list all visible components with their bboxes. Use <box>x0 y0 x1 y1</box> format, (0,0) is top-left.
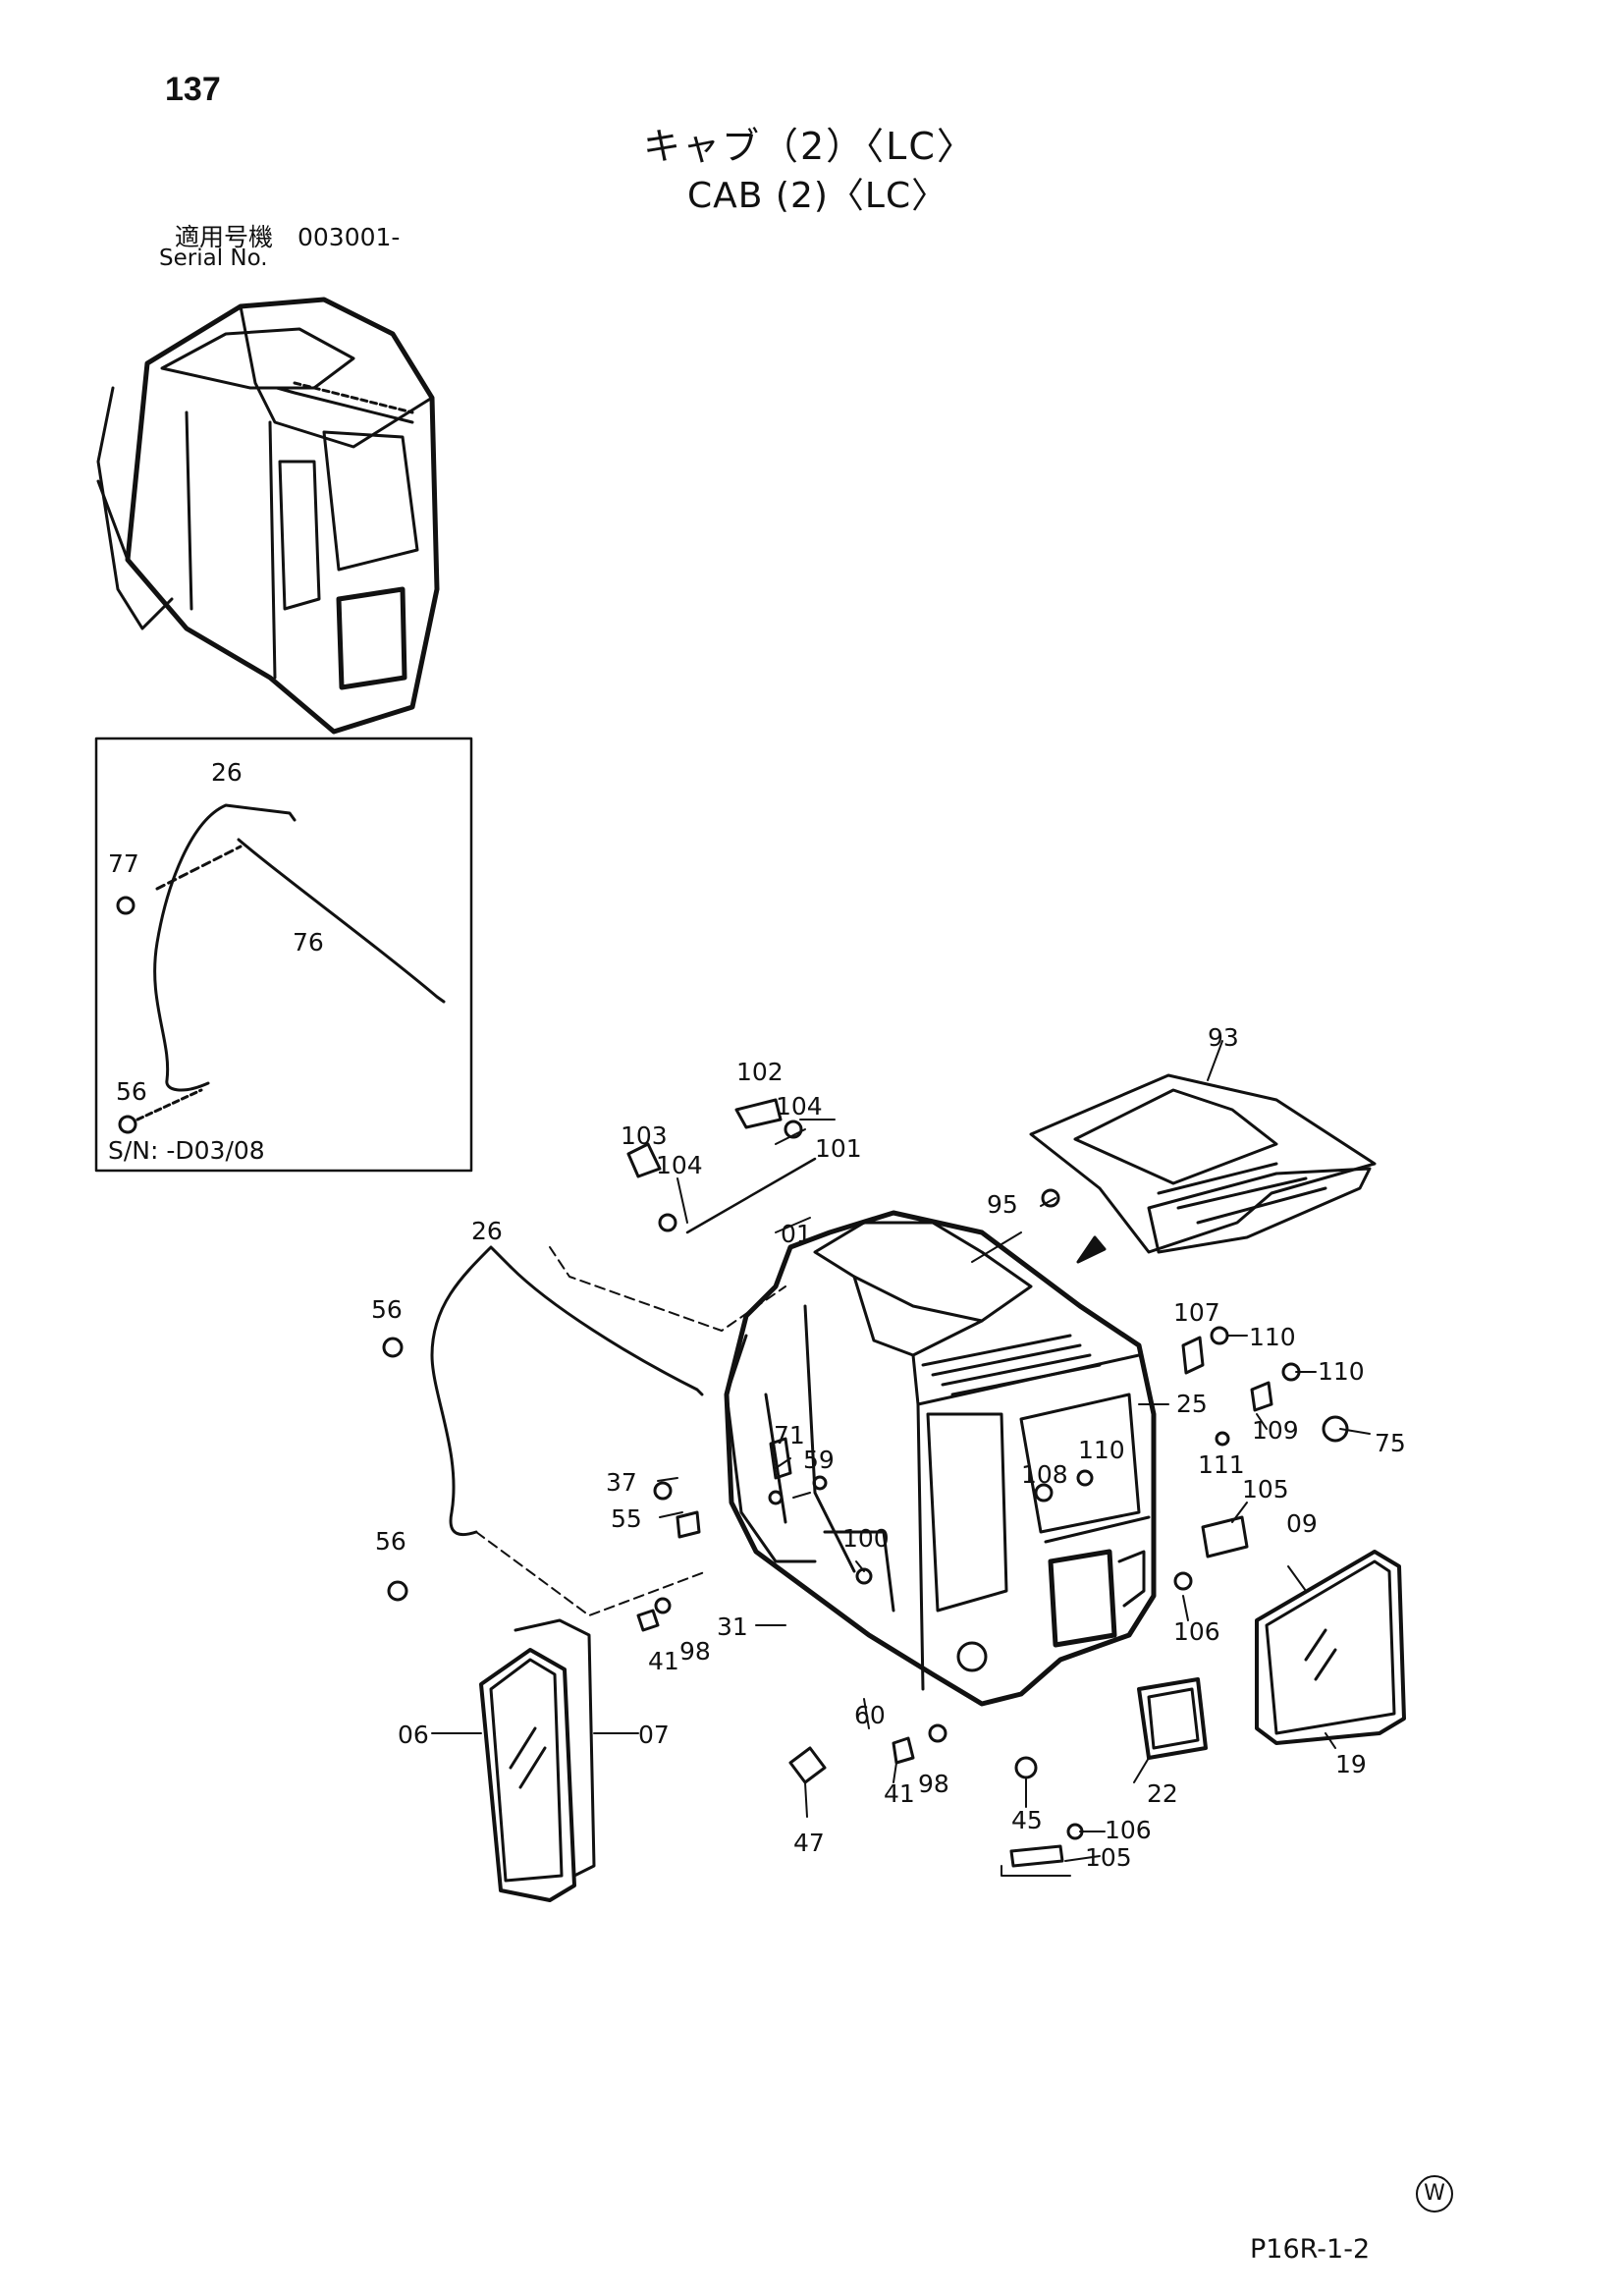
callout-101: 101 <box>815 1134 862 1163</box>
callout-104: 104 <box>776 1092 823 1121</box>
side-window-glass <box>479 1618 596 1902</box>
roof-panel <box>1029 1073 1377 1264</box>
callout-22: 22 <box>1147 1779 1178 1808</box>
inset-hoses <box>116 803 446 1134</box>
callout-102: 102 <box>736 1058 784 1086</box>
callout-01: 01 <box>781 1220 812 1248</box>
leader-lines <box>431 1040 1371 1877</box>
callout-107: 107 <box>1173 1298 1220 1327</box>
callout-07: 07 <box>638 1721 670 1749</box>
callout-110: 110 <box>1078 1436 1125 1464</box>
callout-41: 41 <box>648 1647 679 1675</box>
inset-frame <box>94 737 473 1173</box>
callout-56: 56 <box>375 1527 406 1556</box>
drawing-reference: P16R-1-2 <box>1250 2234 1371 2265</box>
callout-104: 104 <box>656 1151 703 1179</box>
inset-callout-76: 76 <box>293 928 324 957</box>
callout-103: 103 <box>621 1121 668 1150</box>
callout-106: 106 <box>1173 1617 1220 1646</box>
inset-callout-77: 77 <box>108 849 139 878</box>
callout-55: 55 <box>611 1504 642 1533</box>
inset-callout-26: 26 <box>211 758 243 787</box>
callout-25: 25 <box>1176 1390 1208 1418</box>
callout-106: 106 <box>1105 1816 1152 1844</box>
callout-98: 98 <box>918 1770 949 1798</box>
callout-06: 06 <box>398 1721 429 1749</box>
seal-gasket <box>1137 1677 1208 1760</box>
page-number: 137 <box>165 71 221 108</box>
callout-60: 60 <box>854 1701 886 1729</box>
callout-26: 26 <box>471 1217 503 1245</box>
inset-callout-56: 56 <box>116 1077 147 1106</box>
title-english: CAB (2)〈LC〉 <box>687 176 948 216</box>
overview-cab-illustration <box>96 297 440 735</box>
callout-59: 59 <box>803 1446 835 1474</box>
callout-71: 71 <box>774 1421 805 1449</box>
serial-label-english: Serial No. <box>159 246 268 271</box>
callout-108: 108 <box>1021 1460 1068 1489</box>
callout-56: 56 <box>371 1295 403 1324</box>
main-hoses <box>430 1245 786 1616</box>
callout-100: 100 <box>842 1524 890 1553</box>
callout-37: 37 <box>606 1468 637 1497</box>
callout-98: 98 <box>679 1637 711 1666</box>
callout-105: 105 <box>1242 1475 1289 1503</box>
callout-109: 109 <box>1252 1416 1299 1445</box>
callout-09: 09 <box>1286 1509 1318 1538</box>
callout-labels: 26 77 76 56 S/N: -D03/08 93 102 104 103 … <box>108 758 1406 1872</box>
main-cab-body <box>724 1210 1157 1707</box>
callout-41: 41 <box>884 1779 915 1808</box>
callout-110: 110 <box>1249 1323 1296 1351</box>
serial-label-japanese: 適用号機 003001- <box>175 223 401 251</box>
callout-75: 75 <box>1375 1429 1406 1457</box>
callout-31: 31 <box>717 1613 748 1641</box>
callout-47: 47 <box>793 1829 825 1857</box>
callout-105: 105 <box>1085 1843 1132 1872</box>
callout-110: 110 <box>1318 1357 1365 1386</box>
callout-93: 93 <box>1208 1023 1239 1052</box>
inset-serial-range: S/N: -D03/08 <box>108 1136 265 1165</box>
callout-45: 45 <box>1011 1806 1043 1834</box>
callout-95: 95 <box>987 1190 1018 1219</box>
title-japanese: キャブ（2）〈LC〉 <box>643 125 976 168</box>
rear-window-glass <box>1255 1550 1406 1745</box>
callout-111: 111 <box>1198 1450 1245 1479</box>
fasteners <box>382 1098 1349 1868</box>
watermark-symbol: W <box>1416 2175 1453 2213</box>
callout-19: 19 <box>1335 1750 1367 1778</box>
